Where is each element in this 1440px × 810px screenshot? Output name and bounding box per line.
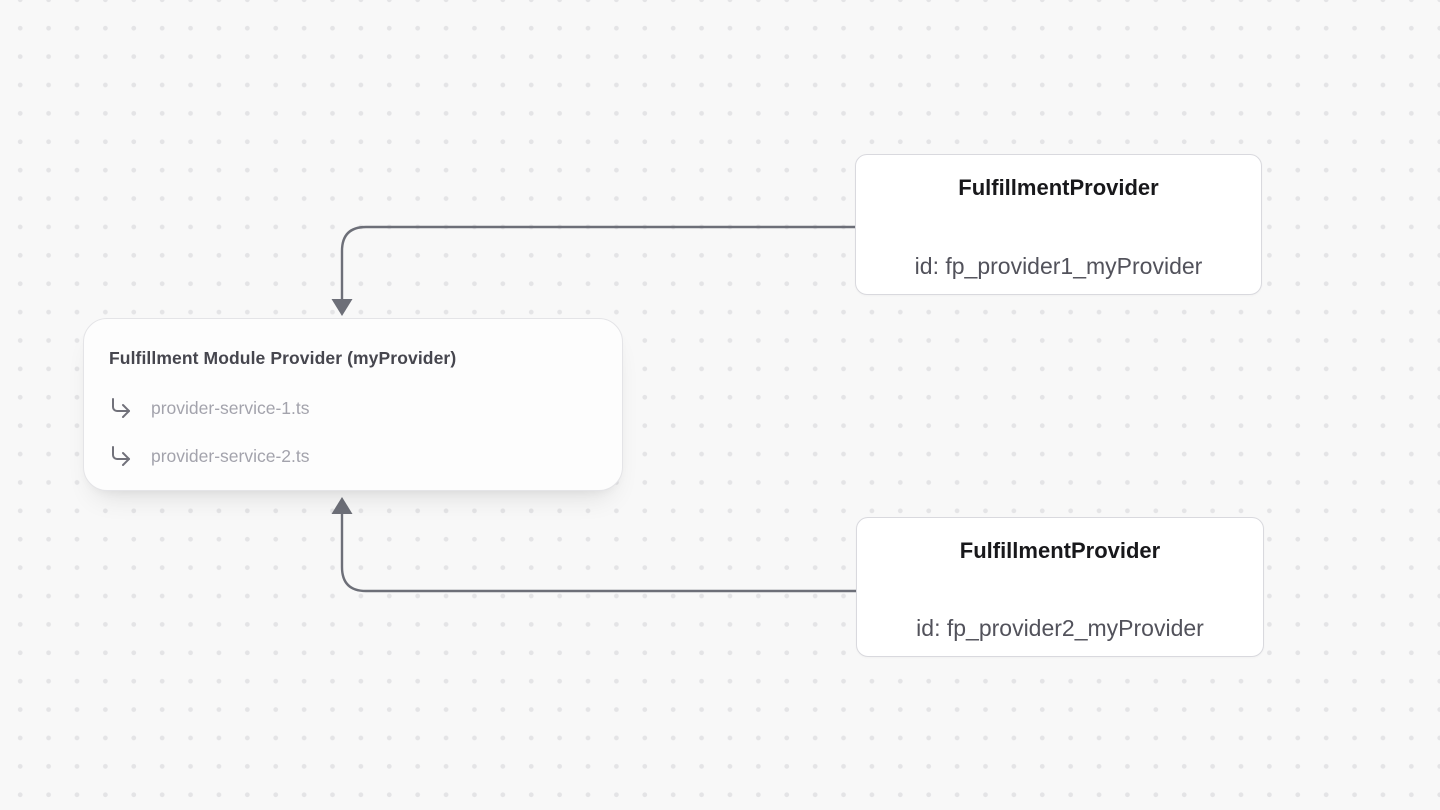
edge-provider1-to-module	[331, 225, 858, 316]
provider-node-title: FulfillmentProvider	[958, 175, 1159, 200]
provider-node-title: FulfillmentProvider	[959, 538, 1161, 563]
service-item-label: provider-service-1.ts	[151, 398, 310, 418]
corner-down-right-icon	[112, 398, 130, 418]
arrowhead-up-icon	[331, 497, 353, 514]
service-item-label: provider-service-2.ts	[151, 446, 310, 466]
service-item[interactable]: provider-service-1.ts	[109, 396, 597, 420]
arrowhead-down-icon	[331, 299, 353, 316]
provider-node-id: id: fp_provider1_myProvider	[914, 253, 1203, 279]
corner-down-right-icon	[112, 446, 130, 466]
service-item[interactable]: provider-service-2.ts	[109, 444, 597, 468]
module-node[interactable]: Fulfillment Module Provider (myProvider)…	[83, 318, 623, 491]
provider-node-id: id: fp_provider2_myProvider	[916, 615, 1204, 641]
provider-node-1[interactable]: FulfillmentProvider id: fp_provider1_myP…	[855, 154, 1262, 295]
module-node-title: Fulfillment Module Provider (myProvider)	[109, 348, 457, 368]
edge-provider2-to-module	[331, 497, 858, 593]
provider-node-2[interactable]: FulfillmentProvider id: fp_provider2_myP…	[856, 517, 1264, 657]
